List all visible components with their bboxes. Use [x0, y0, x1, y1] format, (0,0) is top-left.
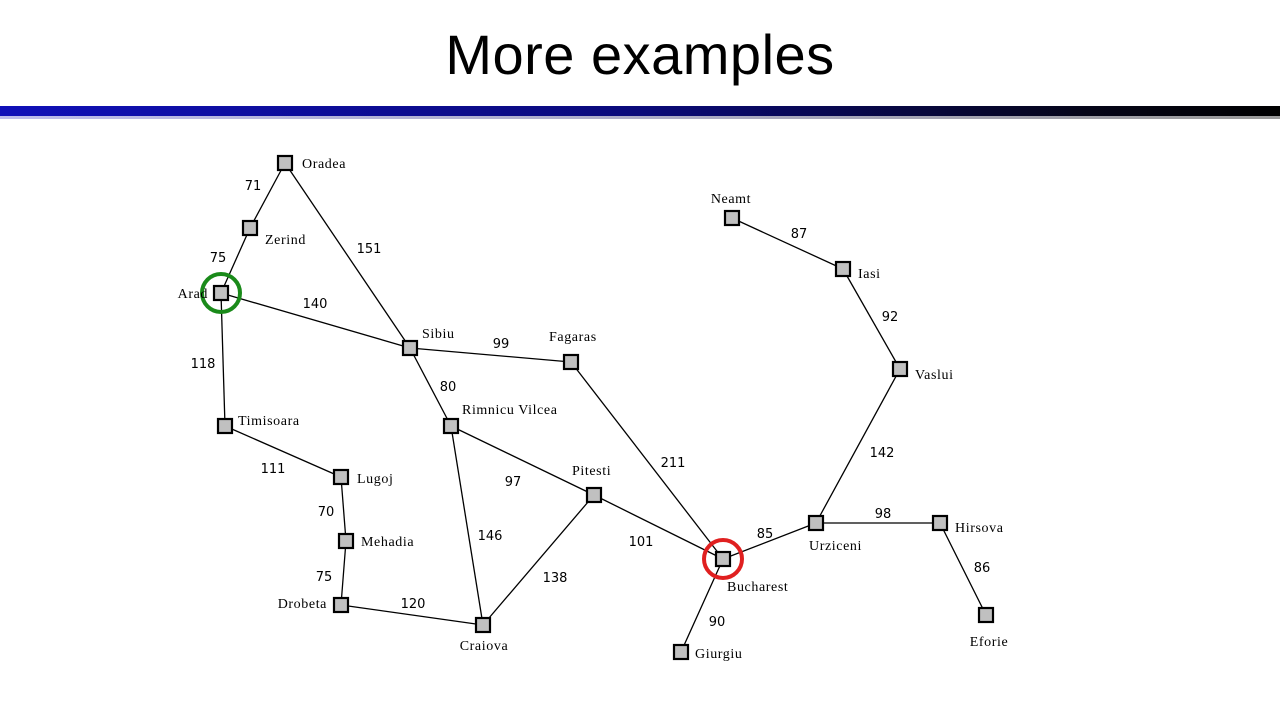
road-distance-label: 211: [661, 456, 686, 471]
road-arad-timisoara: [220, 292, 226, 427]
highlight-markers-layer: [200, 272, 744, 580]
road-arad-sibiu: [220, 292, 411, 349]
city-node-eforie[interactable]: [977, 606, 995, 624]
city-node-fagaras[interactable]: [562, 353, 580, 371]
road-distance-label: 118: [191, 357, 216, 372]
road-rimnicu-craiova: [450, 425, 484, 626]
road-distance-label: 75: [316, 570, 333, 585]
city-label-sibiu: Sibiu: [422, 327, 455, 342]
city-label-arad: Arad: [178, 287, 208, 302]
road-rimnicu-pitesti: [450, 425, 595, 496]
road-distance-label: 138: [543, 571, 568, 586]
road-bucharest-urziceni: [722, 522, 817, 560]
city-node-hirsova[interactable]: [931, 514, 949, 532]
road-timisoara-lugoj: [224, 425, 342, 478]
city-label-bucharest: Bucharest: [727, 580, 788, 595]
road-fagaras-bucharest: [570, 361, 724, 560]
road-distance-label: 111: [261, 462, 286, 477]
city-label-rimnicu: Rimnicu Vilcea: [462, 403, 558, 418]
road-distance-label: 80: [440, 380, 457, 395]
city-node-iasi[interactable]: [834, 260, 852, 278]
city-label-oradea: Oradea: [302, 157, 346, 172]
city-node-bucharest[interactable]: [714, 550, 732, 568]
city-node-drobeta[interactable]: [332, 596, 350, 614]
road-urziceni-vaslui: [815, 368, 901, 524]
city-label-neamt: Neamt: [711, 192, 751, 207]
title-underline-bar: [0, 106, 1280, 116]
start-marker-circle: [200, 272, 242, 314]
road-distance-label: 75: [210, 251, 227, 266]
road-mehadia-drobeta: [340, 540, 347, 606]
city-node-craiova[interactable]: [474, 616, 492, 634]
city-label-urziceni: Urziceni: [809, 539, 862, 554]
city-label-zerind: Zerind: [265, 233, 306, 248]
road-zerind-arad: [220, 227, 251, 294]
road-oradea-sibiu: [284, 162, 411, 349]
road-distance-label: 97: [505, 475, 522, 490]
city-node-neamt[interactable]: [723, 209, 741, 227]
city-node-oradea[interactable]: [276, 154, 294, 172]
road-vaslui-iasi: [842, 268, 901, 370]
road-distance-label: 86: [974, 561, 991, 576]
city-label-hirsova: Hirsova: [955, 521, 1004, 536]
road-distance-label: 99: [493, 337, 510, 352]
road-distance-label: 142: [870, 446, 895, 461]
city-label-pitesti: Pitesti: [572, 464, 611, 479]
city-label-timisoara: Timisoara: [238, 414, 300, 429]
city-node-arad[interactable]: [212, 284, 230, 302]
city-label-eforie: Eforie: [970, 635, 1009, 650]
city-label-mehadia: Mehadia: [361, 535, 414, 550]
road-distance-label: 120: [401, 597, 426, 612]
road-distance-label: 87: [791, 227, 808, 242]
road-distance-label: 98: [875, 507, 892, 522]
city-node-pitesti[interactable]: [585, 486, 603, 504]
road-sibiu-fagaras: [409, 347, 572, 363]
road-distance-label: 85: [757, 527, 774, 542]
cities-layer: [212, 154, 995, 661]
city-label-lugoj: Lugoj: [357, 472, 393, 487]
road-distance-label: 92: [882, 310, 899, 325]
city-node-giurgiu[interactable]: [672, 643, 690, 661]
road-distance-label: 71: [245, 179, 262, 194]
road-distance-label: 90: [709, 615, 726, 630]
city-node-timisoara[interactable]: [216, 417, 234, 435]
road-craiova-pitesti: [482, 494, 595, 626]
city-label-drobeta: Drobeta: [278, 597, 327, 612]
goal-marker-circle: [702, 538, 744, 580]
city-label-vaslui: Vaslui: [915, 368, 954, 383]
road-bucharest-giurgiu: [680, 558, 724, 653]
title-underline-shadow: [0, 116, 1280, 119]
city-label-craiova: Craiova: [460, 639, 509, 654]
road-hirsova-eforie: [939, 522, 987, 616]
road-distance-label: 146: [478, 529, 503, 544]
city-node-sibiu[interactable]: [401, 339, 419, 357]
city-node-rimnicu[interactable]: [442, 417, 460, 435]
city-node-mehadia[interactable]: [337, 532, 355, 550]
city-label-giurgiu: Giurgiu: [695, 647, 743, 662]
city-node-lugoj[interactable]: [332, 468, 350, 486]
road-lugoj-mehadia: [340, 476, 347, 542]
road-distance-labels-layer: 71 75 151 140 118 99 80 111 70 75 120 146 97 138 211 10…: [191, 179, 991, 630]
road-pitesti-bucharest: [593, 494, 724, 560]
road-drobeta-craiova: [340, 604, 484, 626]
roads-layer: [220, 162, 987, 653]
city-label-fagaras: Fagaras: [549, 330, 597, 345]
road-distance-label: 70: [318, 505, 335, 520]
road-distance-label: 140: [303, 297, 328, 312]
road-distance-label: 151: [357, 242, 382, 257]
road-sibiu-rimnicu: [409, 347, 452, 427]
city-node-urziceni[interactable]: [807, 514, 825, 532]
city-node-vaslui[interactable]: [891, 360, 909, 378]
road-distance-label: 101: [629, 535, 654, 550]
city-label-iasi: Iasi: [858, 267, 881, 282]
road-iasi-neamt: [731, 217, 844, 270]
road-oradea-zerind: [249, 162, 286, 229]
slide-title: More examples: [445, 23, 835, 86]
city-node-zerind[interactable]: [241, 219, 259, 237]
